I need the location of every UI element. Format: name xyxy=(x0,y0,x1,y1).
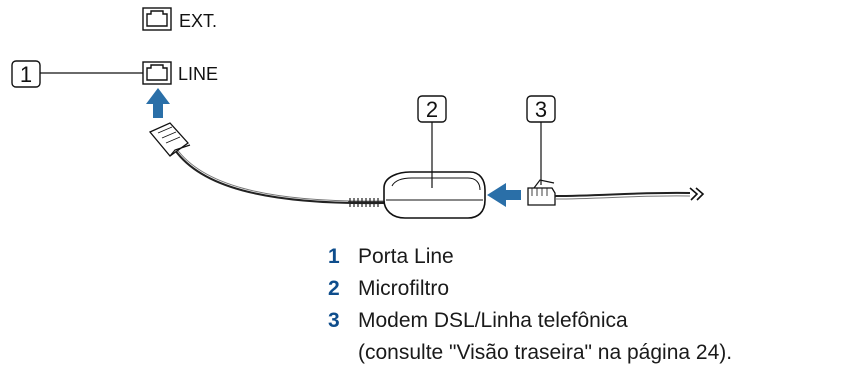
legend-item: 2 Microfiltro xyxy=(328,273,858,305)
legend-number: 2 xyxy=(328,277,340,300)
legend-item: 1 Porta Line xyxy=(328,241,858,273)
cable-strain-relief xyxy=(348,198,384,207)
microfilter-icon xyxy=(383,171,486,219)
ext-port-icon xyxy=(142,7,172,31)
legend-text: Modem DSL/Linha telefônica xyxy=(358,309,628,332)
cable-break-icon xyxy=(689,187,705,201)
callout-2-number: 2 xyxy=(426,97,438,122)
callout-3: 3 xyxy=(526,95,556,185)
ext-port-label: EXT. xyxy=(179,11,217,31)
legend: 1 Porta Line 2 Microfiltro 3 Modem DSL/L… xyxy=(328,241,858,369)
legend-item: 3 Modem DSL/Linha telefônica xyxy=(328,305,858,337)
rj11-plug-icon xyxy=(148,122,191,157)
up-arrow-icon xyxy=(146,88,170,118)
legend-text: Porta Line xyxy=(358,245,454,268)
phone-line-cable xyxy=(554,191,691,197)
connection-diagram: EXT. LINE 1 2 xyxy=(11,7,705,219)
line-port-icon xyxy=(142,61,172,85)
callout-1-number: 1 xyxy=(20,62,32,87)
phone-cable xyxy=(174,149,386,205)
legend-continuation: (consulte "Visão traseira" na página 24)… xyxy=(358,341,733,364)
callout-2: 2 xyxy=(417,95,447,188)
callout-1: 1 xyxy=(11,60,143,88)
left-arrow-icon xyxy=(487,183,521,207)
legend-number: 3 xyxy=(328,309,340,332)
callout-3-number: 3 xyxy=(535,97,547,122)
rj11-plug-icon xyxy=(527,179,556,206)
line-port-label: LINE xyxy=(178,64,218,84)
legend-number: 1 xyxy=(328,245,340,268)
legend-text: Microfiltro xyxy=(358,277,450,300)
